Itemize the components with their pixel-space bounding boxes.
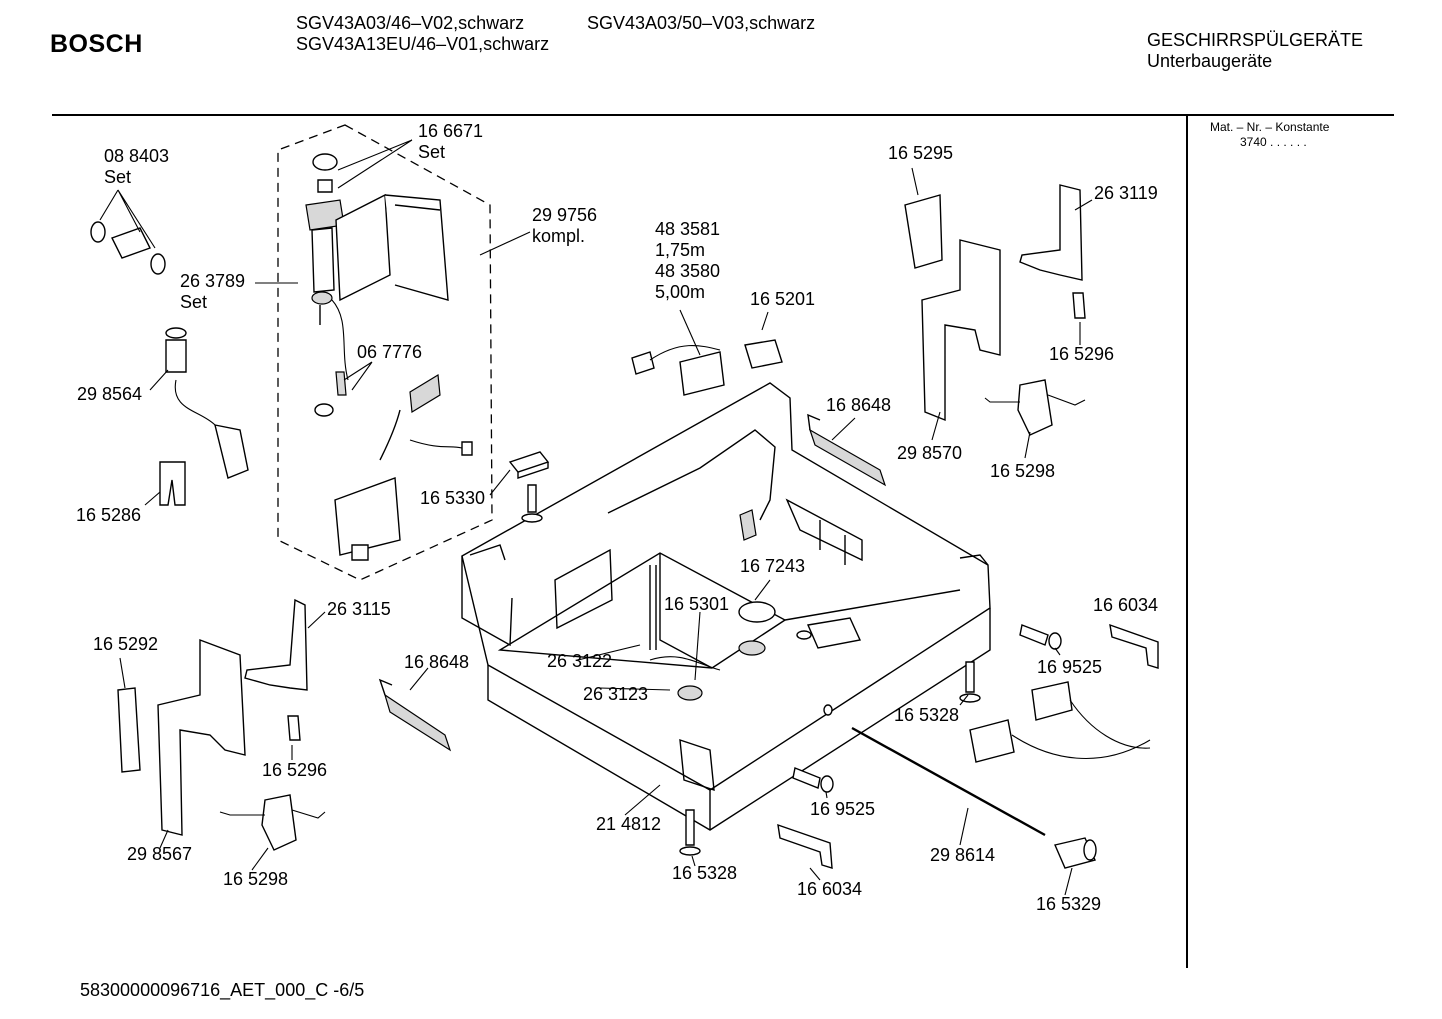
part-number: 48 3581 [655,219,721,239]
bracket-part-26-3115 [244,598,308,691]
part-label-16-9525-lower: 16 9525 [810,799,876,819]
base-tub-part [461,382,991,831]
screw-part [792,767,834,793]
part-label-26-3123: 26 3123 [583,684,649,704]
part-qualifier: kompl. [532,226,586,246]
part-label-08-8403: 08 8403 Set [104,146,169,188]
header-rule [52,114,1394,116]
part-label-48-3581: 48 3581 1,75m 48 3580 5,00m [655,219,720,303]
material-number-value: 3740 . . . . . . [1240,135,1307,149]
clip-part [159,461,186,506]
assembly-boundary-29-9756 [277,124,493,581]
part-label-16-6034-upper: 16 6034 [1093,595,1159,615]
bracket-part-29-8567 [157,638,246,836]
screw-part [1019,624,1062,650]
connector-wiring-part [969,681,1151,763]
brand-logo: BOSCH [50,30,143,58]
part-label-29-9756: 29 9756 kompl. [532,205,597,247]
screw-part [959,661,981,703]
part-label-16-5296-left: 16 5296 [262,760,328,780]
model-list-primary: SGV43A03/46–V02,schwarz SGV43A13EU/46–V0… [296,13,549,55]
part-label-16-5292: 16 5292 [93,634,159,654]
part-label-16-5329: 16 5329 [1036,894,1102,914]
part-label-26-3789: 26 3789 Set [180,271,245,313]
part-label-16-5328-lower: 16 5328 [672,863,738,883]
part-number: 16 6671 [418,121,484,141]
part-label-16-5298-left: 16 5298 [223,869,289,889]
part-label-29-8614: 29 8614 [930,845,996,865]
part-label-26-3122: 26 3122 [547,651,613,671]
part-qualifier: Set [418,142,446,162]
category-title: GESCHIRRSPÜLGERÄTE [1147,30,1364,50]
cap-part-16-5329 [1054,837,1097,869]
bracket-part-26-3119 [1019,184,1083,281]
connector-part-16-6034-lower [777,823,833,869]
part-label-06-7776: 06 7776 [357,342,423,362]
part-qualifier: 1,75m [655,240,706,260]
part-label-29-8567: 29 8567 [127,844,193,864]
hinge-part-16-5298-left [219,794,326,851]
part-label-16-5296-right: 16 5296 [1049,344,1115,364]
part-label-16-9525-upper: 16 9525 [1037,657,1103,677]
part-qualifier: Set [104,167,132,187]
hinge-part-16-5298-right [984,379,1086,436]
part-label-16-8648-left: 16 8648 [404,652,470,672]
side-panel-divider [1186,116,1188,968]
document-code: 58300000096716_AET_000_C -6/5 [80,980,365,1000]
model-entry: SGV43A13EU/46–V01,schwarz [296,34,550,54]
part-label-16-5301: 16 5301 [664,594,730,614]
part-label-29-8570: 29 8570 [897,443,963,463]
hose-clamp-set [90,221,166,275]
cable-part [649,656,721,671]
part-label-16-6671: 16 6671 Set [418,121,483,163]
water-valve-assembly [305,153,473,561]
part-label-16-5298-right: 16 5298 [990,461,1056,481]
part-number: 48 3580 [655,261,721,281]
part-label-16-7243: 16 7243 [740,556,806,576]
part-label-16-5328-upper: 16 5328 [894,705,960,725]
bracket-part-16-5295 [904,194,943,269]
part-label-26-3119: 26 3119 [1094,183,1158,203]
part-label-29-8564: 29 8564 [77,384,143,404]
part-label-26-3115: 26 3115 [327,599,391,619]
part-number: 29 9756 [532,205,598,225]
category-block: GESCHIRRSPÜLGERÄTE Unterbaugeräte [1147,30,1363,72]
disc-part [677,685,703,701]
model-entry: SGV43A03/46–V02,schwarz [296,13,525,33]
drain-hose [165,327,249,479]
cable-harness-part [631,339,783,396]
material-number-panel: Mat. – Nr. – Konstante 3740 . . . . . . [1210,120,1329,150]
small-block-part [508,451,550,473]
bracket-part-16-5292 [117,687,141,773]
bracket-part-29-8570 [921,239,1001,422]
screw-part [521,484,543,523]
material-number-heading: Mat. – Nr. – Konstante [1210,120,1330,134]
part-qualifier: Set [180,292,208,312]
part-label-16-5286: 16 5286 [76,505,142,525]
category-subtitle: Unterbaugeräte [1147,51,1273,71]
part-number: 26 3789 [180,271,246,291]
part-label-16-6034-lower: 16 6034 [797,879,863,899]
part-number: 08 8403 [104,146,170,166]
part-label-16-5330: 16 5330 [420,488,486,508]
part-label-16-5201: 16 5201 [750,289,816,309]
rod-part-29-8614 [851,726,1046,837]
model-entry: SGV43A03/50–V03,schwarz [587,13,816,33]
part-label-16-5295: 16 5295 [888,143,954,163]
connector-part-16-6034-upper [1109,623,1159,669]
latch-part [287,715,301,741]
part-qualifier: 5,00m [655,282,706,302]
leader-lines [99,139,1093,896]
part-label-16-8648-right: 16 8648 [826,395,892,415]
model-list-secondary: SGV43A03/50–V03,schwarz [587,13,815,34]
spring-part-16-8648-right [807,413,887,487]
latch-part [1072,292,1086,319]
spring-part-16-8648-left [378,678,452,752]
screw-part [679,809,701,856]
part-label-21-4812: 21 4812 [596,814,662,834]
